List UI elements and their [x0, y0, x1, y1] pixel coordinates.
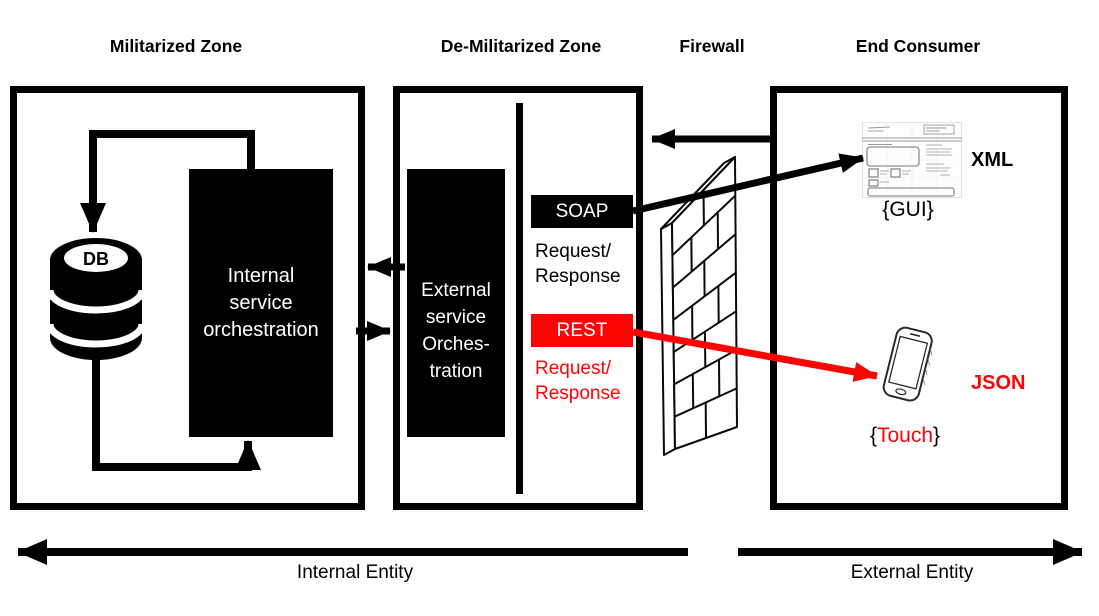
external-service-line: tration	[429, 361, 483, 382]
external-entity-label: External Entity	[850, 562, 974, 583]
end-consumer-title: End Consumer	[855, 36, 981, 56]
web-wireframe-icon	[862, 122, 962, 198]
external-service-line: External	[421, 280, 491, 301]
soap-response-line: Response	[535, 266, 621, 287]
internal-service-line: service	[229, 291, 293, 314]
smartphone-icon	[882, 326, 933, 402]
militarized-zone-title: Militarized Zone	[109, 36, 243, 56]
touch-caption-word: Touch	[876, 424, 934, 447]
soap-request-line: Request/	[535, 241, 612, 262]
rest-request-line: Request/	[535, 358, 612, 379]
external-service-orchestration-box: External service Orches- tration	[407, 169, 505, 437]
gui-caption: {GUI}	[882, 198, 934, 221]
rest-request-response: Request/ Response	[535, 356, 621, 406]
firewall-title: Firewall	[679, 36, 745, 56]
touch-caption-open: {	[869, 424, 877, 447]
rest-label-box: REST	[531, 314, 633, 347]
internal-entity-label: Internal Entity	[296, 562, 414, 583]
brick-wall-icon	[660, 156, 738, 456]
external-service-line: service	[425, 307, 487, 328]
internal-service-line: Internal	[227, 264, 295, 287]
rest-response-line: Response	[535, 383, 621, 404]
db-label: DB	[83, 249, 109, 269]
soap-request-response: Request/ Response	[535, 239, 621, 289]
dmz-divider-line	[516, 103, 523, 494]
db-cylinder-icon: DB	[46, 238, 146, 360]
json-label: JSON	[971, 372, 1026, 394]
xml-label: XML	[971, 149, 1014, 171]
touch-caption: {Touch}	[870, 424, 940, 448]
internal-service-orchestration-box: Internal service orchestration	[189, 169, 333, 437]
demilitarized-zone-title: De-Militarized Zone	[440, 36, 602, 56]
soap-label-box: SOAP	[531, 195, 633, 228]
touch-caption-close: }	[933, 424, 941, 447]
internal-service-line: orchestration	[203, 318, 319, 341]
external-service-line: Orches-	[422, 334, 490, 355]
